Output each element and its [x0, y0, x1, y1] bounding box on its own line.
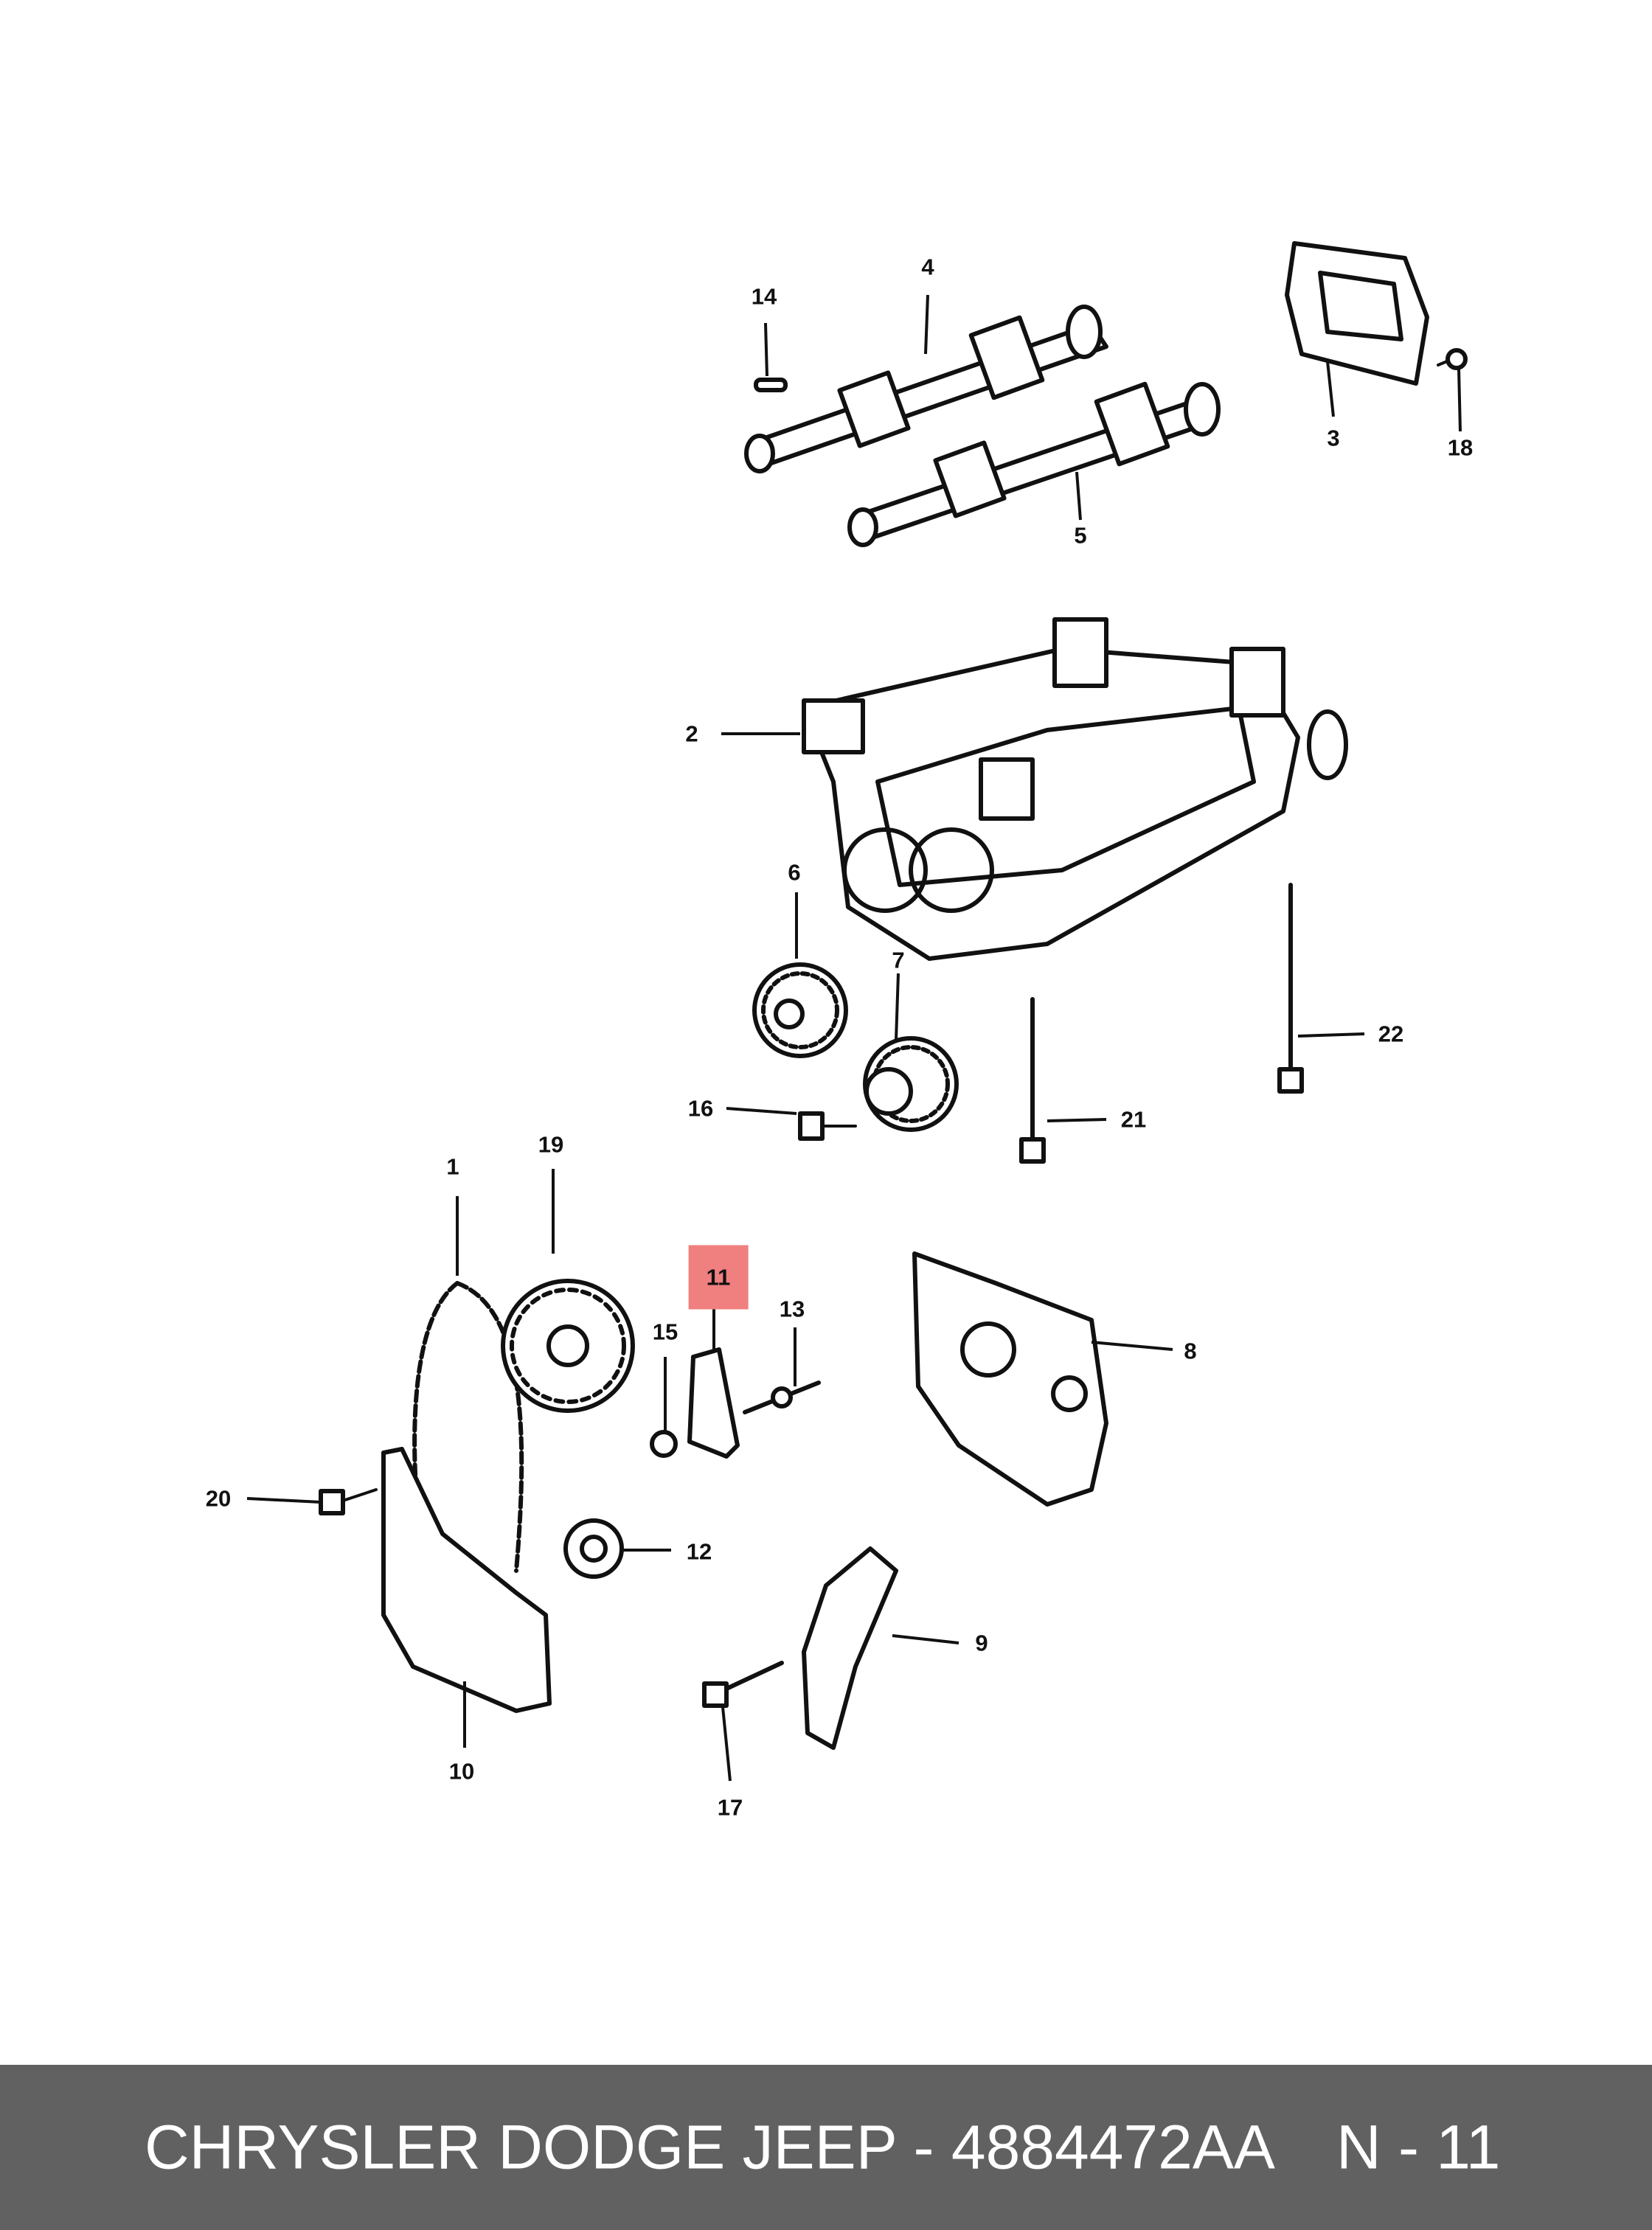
callout-16: 16: [687, 1095, 714, 1122]
sprocket-19: [501, 1279, 635, 1413]
callout-13: 13: [779, 1296, 805, 1322]
callout-15: 15: [652, 1319, 678, 1345]
key-14: [754, 378, 788, 392]
callout-3: 3: [1327, 425, 1340, 451]
callout-18: 18: [1447, 434, 1474, 461]
stud-13: [743, 1380, 821, 1414]
callout-17: 17: [717, 1794, 743, 1821]
callout-2: 2: [685, 720, 698, 747]
bolt-18: [1437, 348, 1468, 370]
callout-9: 9: [975, 1630, 988, 1656]
exploded-view-drawing: [246, 241, 1468, 1782]
callout-7: 7: [892, 947, 905, 973]
callout-1: 1: [446, 1153, 459, 1180]
callout-12: 12: [686, 1538, 712, 1565]
balance-shaft-4: [744, 305, 1108, 473]
leader-lines: [246, 294, 1462, 1782]
part-number-title: CHRYSLER DODGE JEEP - 4884472AA: [145, 2112, 1275, 2182]
carrier-housing-2: [802, 617, 1348, 961]
callout-21: 21: [1120, 1106, 1147, 1133]
gear-6: [752, 962, 848, 1058]
page-code: N - 11: [1336, 2112, 1501, 2182]
pump-body-8: [912, 1251, 1108, 1507]
chain-guide-9: [802, 1546, 898, 1750]
balance-shaft-5: [847, 381, 1221, 547]
bolt-22: [1277, 883, 1304, 1094]
bolt-20: [319, 1488, 378, 1515]
sprocket-12: [563, 1518, 624, 1579]
cover-3: [1285, 241, 1429, 386]
callout-4: 4: [921, 254, 934, 280]
callout-11-highlighted: 11: [688, 1245, 749, 1310]
tensioner-11: [687, 1347, 740, 1459]
bolt-21: [1019, 997, 1046, 1164]
callout-5: 5: [1074, 522, 1087, 549]
nut-15: [650, 1430, 678, 1458]
callout-8: 8: [1184, 1338, 1197, 1364]
callout-10: 10: [448, 1758, 475, 1785]
callout-6: 6: [788, 859, 801, 886]
footer-bar: CHRYSLER DODGE JEEP - 4884472AA N - 11: [0, 2065, 1652, 2230]
callout-19: 19: [538, 1131, 564, 1158]
bolt-16: [798, 1111, 857, 1141]
gear-7: [863, 1036, 959, 1132]
callout-20: 20: [205, 1485, 232, 1512]
chain-guide-10: [381, 1447, 552, 1713]
bolt-17: [702, 1661, 784, 1708]
callout-22: 22: [1378, 1021, 1404, 1047]
callout-14: 14: [751, 283, 777, 310]
parts-diagram: 1 2 3 4 5 6 7 8 9 10 11 12 13 14 15 16 1…: [205, 241, 1474, 1821]
